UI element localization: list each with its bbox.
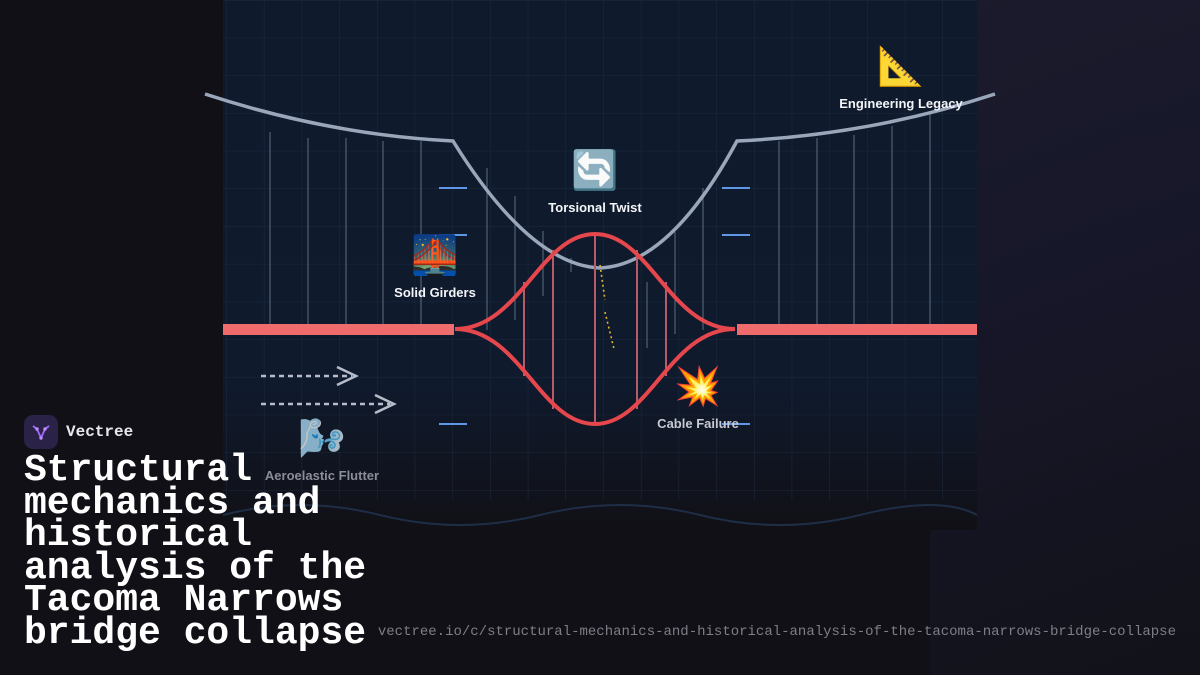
diagram-grid bbox=[223, 0, 977, 500]
aeroelastic-flutter-label: Aeroelastic Flutter bbox=[264, 468, 380, 483]
wind-face-icon: 🌬️ bbox=[298, 416, 346, 460]
vectree-logo-icon bbox=[24, 415, 58, 449]
triangular-ruler-icon: 📐 bbox=[877, 44, 925, 88]
side-suspenders bbox=[269, 112, 931, 325]
counterclockwise-arrows-icon: 🔄 bbox=[571, 148, 619, 192]
snapped-cable bbox=[599, 264, 615, 350]
brand-name: Vectree bbox=[66, 423, 134, 441]
brand[interactable]: Vectree bbox=[24, 415, 133, 449]
twist-lower-edge bbox=[454, 327, 736, 427]
solid-girders-label: Solid Girders bbox=[394, 285, 476, 300]
twist-verticals bbox=[523, 234, 667, 424]
deck-right bbox=[737, 324, 977, 335]
deck-left bbox=[223, 324, 454, 335]
engineering-legacy-label: Engineering Legacy bbox=[839, 96, 963, 111]
bridge-at-night-icon: 🌉 bbox=[411, 233, 459, 277]
left-tower-braces bbox=[439, 187, 467, 425]
collision-icon: 💥 bbox=[674, 364, 722, 408]
right-tower-braces bbox=[722, 187, 750, 425]
page-title: Structural mechanics and historical anal… bbox=[24, 449, 367, 655]
cable-failure-label: Cable Failure bbox=[657, 416, 739, 431]
wind-arrows bbox=[261, 365, 397, 415]
twist-upper-edge bbox=[454, 231, 736, 331]
torsional-twist-label: Torsional Twist bbox=[548, 200, 642, 215]
main-cable bbox=[204, 92, 996, 270]
page-url[interactable]: vectree.io/c/structural-mechanics-and-hi… bbox=[377, 624, 1176, 640]
water-wave bbox=[222, 504, 978, 526]
